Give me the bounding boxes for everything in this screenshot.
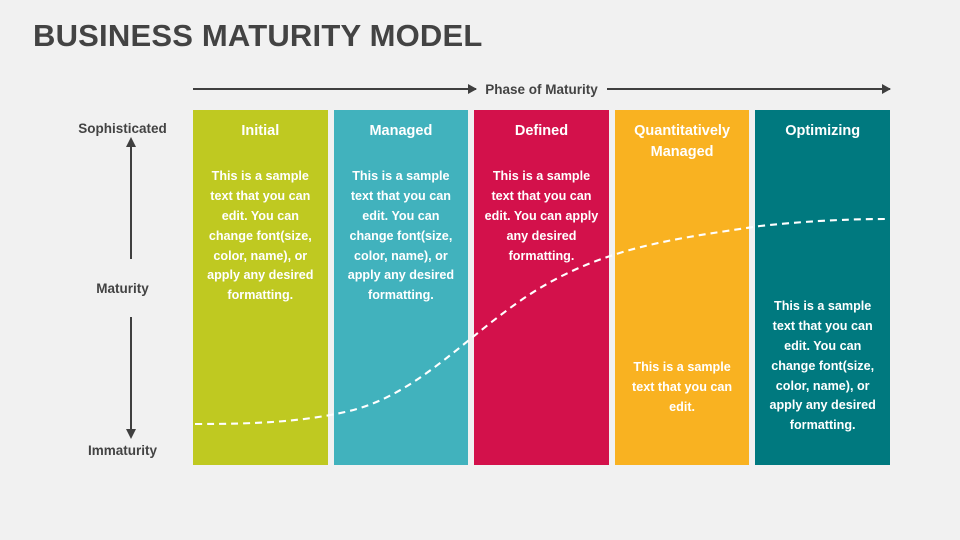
phase-of-maturity-label: Phase of Maturity [485, 81, 598, 97]
arrow-up-icon [126, 137, 136, 259]
phase-body-quantitatively-managed: This is a sample text that you can edit. [632, 360, 733, 414]
phase-body-defined: This is a sample text that you can edit.… [484, 169, 599, 263]
phase-column-defined[interactable]: Defined This is a sample text that you c… [474, 110, 609, 465]
axis-label-immaturity: Immaturity [87, 443, 158, 458]
phase-body-initial: This is a sample text that you can edit.… [207, 169, 314, 303]
phase-title-optimizing: Optimizing [785, 123, 861, 139]
phase-title-managed: Managed [369, 123, 433, 139]
axis-label-maturity: Maturity [96, 281, 149, 296]
phase-title-defined: Defined [514, 123, 569, 139]
axis-arrow-right-segment-icon [606, 84, 892, 94]
phase-body-managed: This is a sample text that you can edit.… [347, 169, 455, 303]
phase-of-maturity-axis: Phase of Maturity [193, 78, 892, 100]
maturity-axis: Sophisticated Maturity Immaturity [60, 113, 185, 465]
phase-column-initial[interactable]: Initial This is a sample text that you c… [193, 110, 328, 465]
phase-column-managed[interactable]: Managed This is a sample text that you c… [333, 110, 469, 465]
phase-body-optimizing: This is a sample text that you can edit.… [769, 299, 876, 433]
phase-title-quantitatively-managed: Quantitatively Managed [634, 123, 731, 161]
phase-title-initial: Initial [241, 123, 280, 139]
phase-column-optimizing[interactable]: Optimizing This is a sample text that yo… [755, 110, 890, 465]
axis-label-sophisticated: Sophisticated [78, 121, 167, 136]
axis-arrow-left-segment-icon [193, 84, 478, 94]
arrow-down-icon [126, 317, 136, 439]
page-title: BUSINESS MATURITY MODEL [33, 18, 483, 53]
phase-column-quantitatively-managed[interactable]: Quantitatively Managed This is a sample … [614, 110, 750, 465]
phase-columns: Initial This is a sample text that you c… [193, 110, 890, 465]
